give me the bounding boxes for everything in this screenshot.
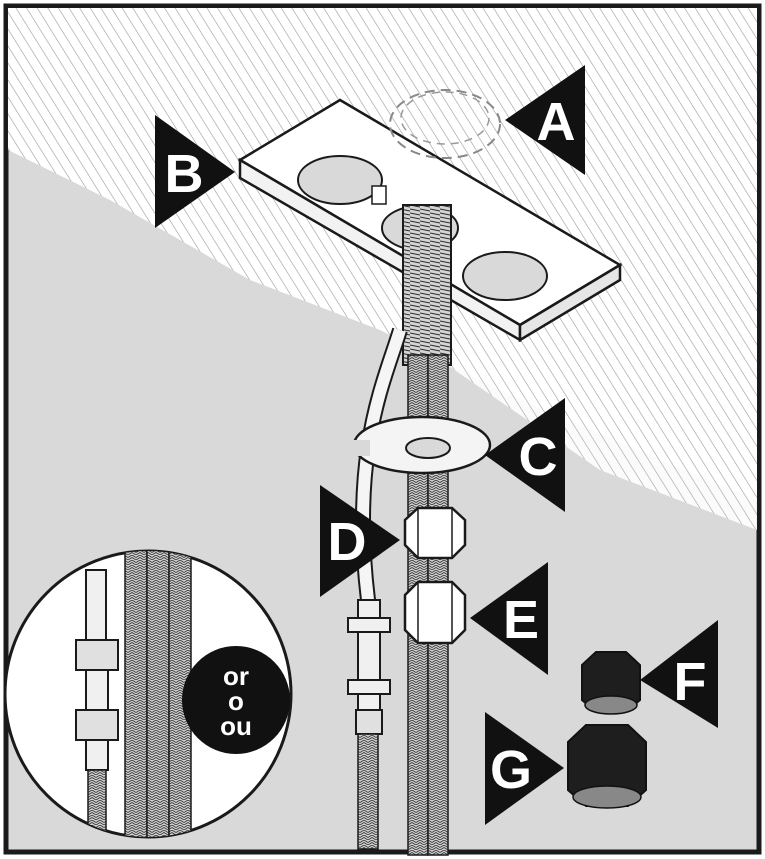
hex-nut-icon xyxy=(405,508,465,558)
svg-text:G: G xyxy=(490,740,532,800)
hex-nut-icon xyxy=(568,725,646,808)
threaded-shank xyxy=(403,205,451,365)
svg-text:F: F xyxy=(674,652,707,712)
horseshoe-washer-icon xyxy=(352,417,490,473)
svg-text:A: A xyxy=(537,92,576,152)
svg-text:B: B xyxy=(165,144,204,204)
svg-text:E: E xyxy=(503,590,539,650)
svg-text:D: D xyxy=(328,512,367,572)
hex-nut-icon xyxy=(582,652,640,714)
badge-line-3: ou xyxy=(220,711,252,741)
hex-nut-icon xyxy=(405,582,465,643)
svg-text:C: C xyxy=(519,427,558,487)
